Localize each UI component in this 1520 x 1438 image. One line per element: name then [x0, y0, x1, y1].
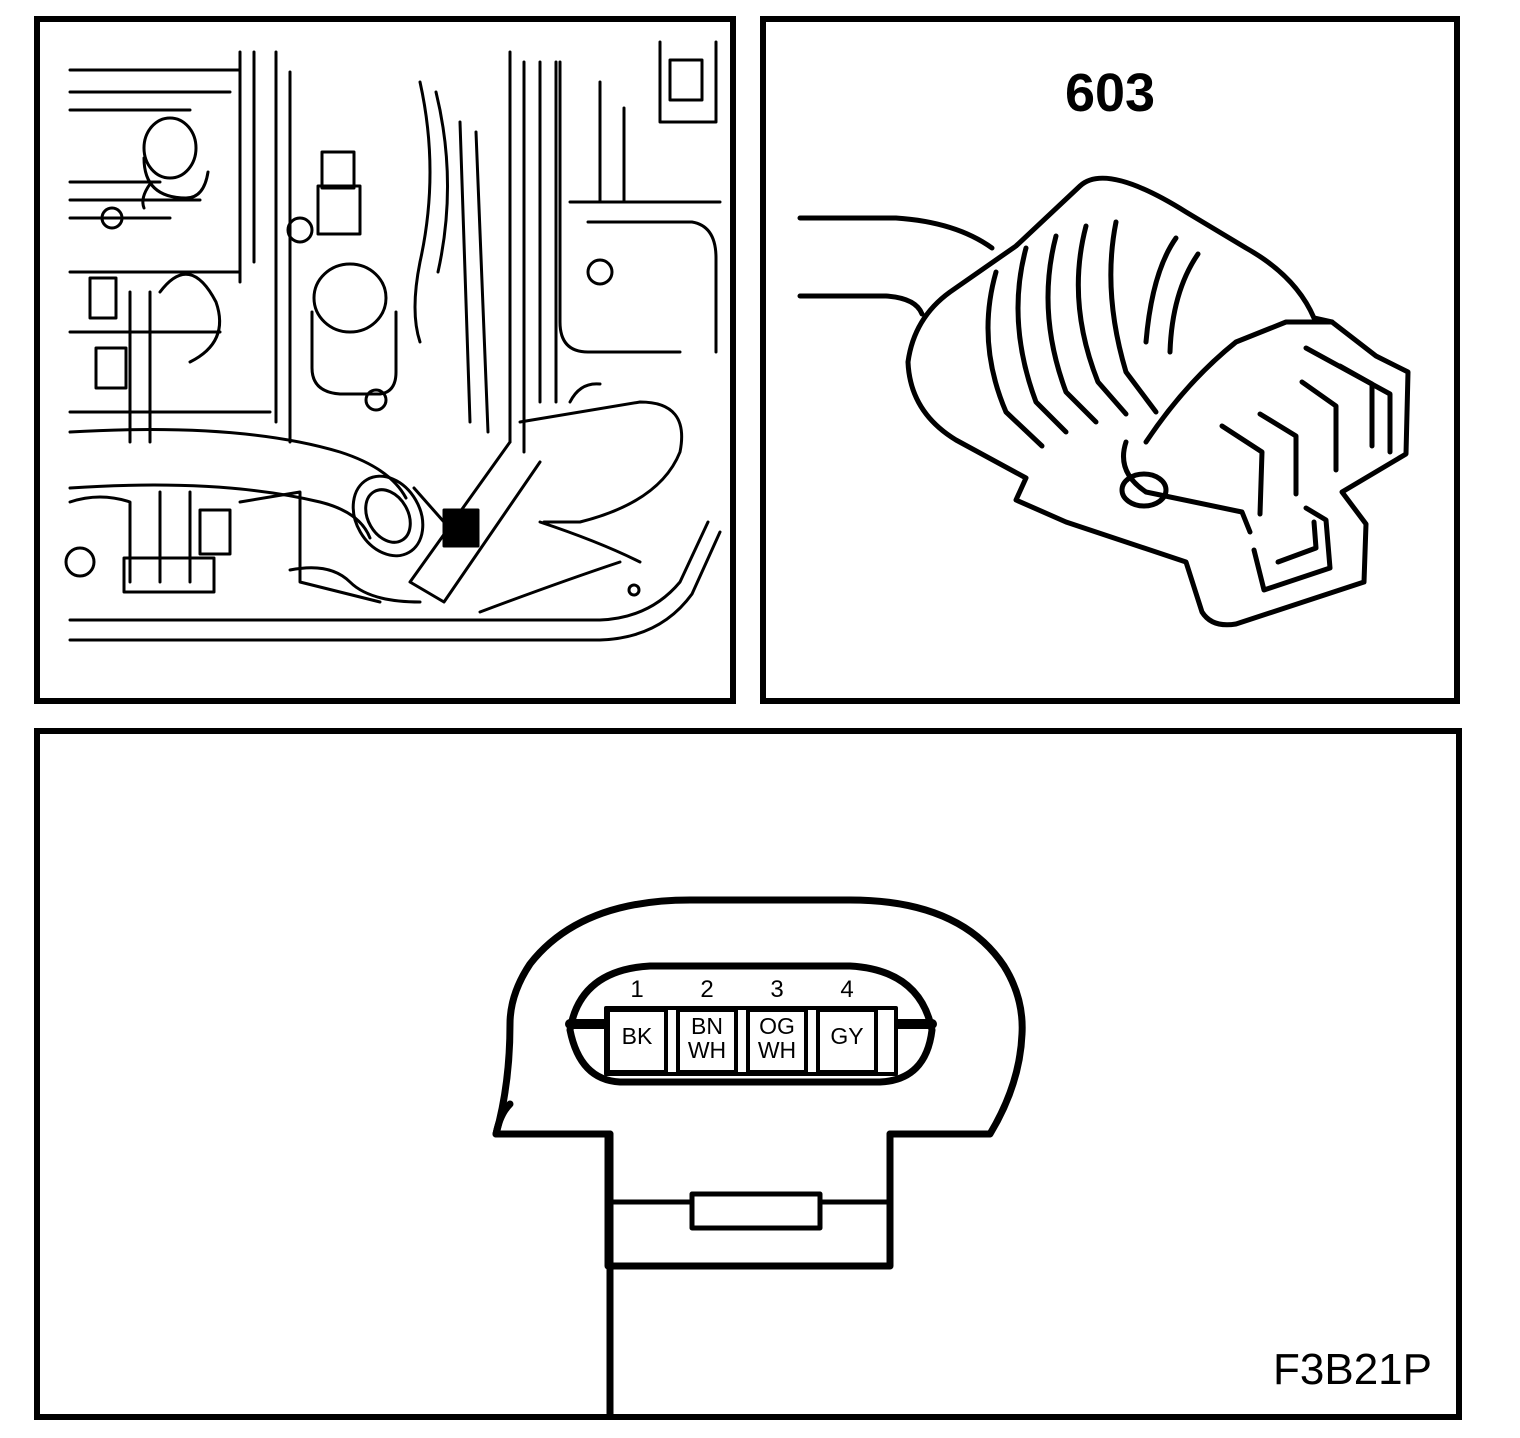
- connector-perspective-drawing: [797, 175, 1411, 628]
- pin-3-color: OG WH: [748, 1014, 806, 1062]
- pin-4-color-top: GY: [830, 1023, 864, 1049]
- pin-2-color: BN WH: [678, 1014, 736, 1062]
- figure-code: F3B21P: [1273, 1345, 1432, 1394]
- connector-illustration-panel: 603: [760, 16, 1460, 704]
- connector-face-outline: [492, 896, 1026, 1414]
- pin-1-color-top: BK: [621, 1023, 653, 1049]
- pin-4-color: GY: [818, 1024, 876, 1048]
- pin-3-color-top: OG: [759, 1013, 795, 1039]
- pin-number-2: 2: [700, 976, 714, 1003]
- pin-1-color: BK: [608, 1024, 666, 1048]
- pin-number-3: 3: [770, 976, 784, 1003]
- pin-2-color-bottom: WH: [687, 1037, 727, 1063]
- pin-number-4: 4: [840, 976, 854, 1003]
- pin-3-color-bottom: WH: [757, 1037, 797, 1063]
- engine-bay-panel: [34, 16, 736, 704]
- connector-number-label: 603: [1064, 63, 1156, 123]
- pin-number-1: 1: [630, 976, 644, 1003]
- pinout-panel: 1 2 3 4 BK BN WH OG WH GY F3B21P: [34, 728, 1462, 1420]
- pin-2-color-top: BN: [691, 1013, 723, 1039]
- engine-bay-illustration: [64, 40, 722, 642]
